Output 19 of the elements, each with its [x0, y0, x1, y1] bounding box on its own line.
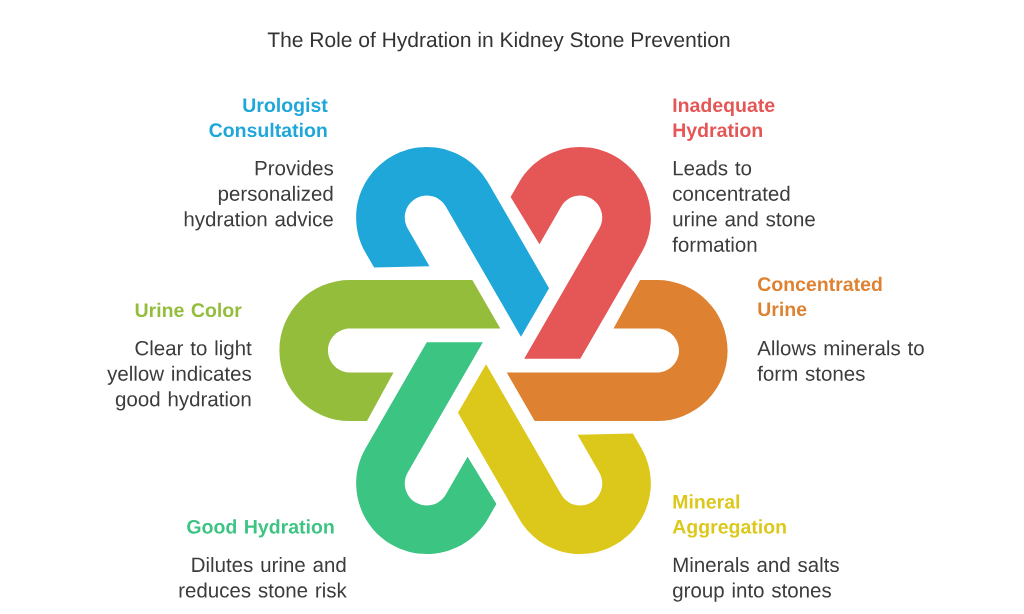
description: Clear to light yellow indicates good hydration — [107, 340, 252, 411]
heading: Urologist Consultation — [209, 97, 328, 138]
heading: Urine Color — [135, 302, 242, 318]
description: Minerals and salts group into stones — [673, 557, 839, 602]
heading: Concentrated Urine — [758, 276, 882, 317]
loop-shape — [510, 146, 651, 359]
description: Dilutes urine and reduces stone risk — [179, 557, 347, 598]
heading: Mineral Aggregation — [672, 494, 786, 538]
heading: Inadequate Hydration — [673, 97, 775, 141]
loop-shape — [457, 364, 651, 555]
description: Allows minerals to form stones — [757, 340, 924, 381]
heading: Good Hydration — [187, 519, 334, 538]
title: The Role of Hydration in Kidney Stone Prevention — [267, 31, 730, 52]
loop-shape — [356, 146, 550, 337]
loop-shape — [279, 279, 501, 422]
description: Provides personalized hydration advice — [184, 160, 334, 231]
description: Leads to concentrated urine and stone formation — [672, 160, 815, 252]
loop-shape — [506, 279, 728, 422]
loop-shape — [356, 342, 497, 555]
